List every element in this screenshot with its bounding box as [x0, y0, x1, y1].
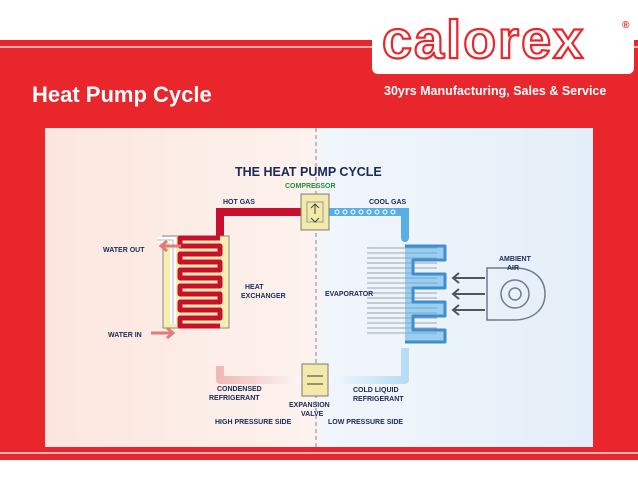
- expansion-label: EXPANSION: [289, 402, 330, 409]
- slide-title: Heat Pump Cycle: [32, 82, 212, 107]
- air-label: AIR: [507, 265, 519, 272]
- evaporator-coil: [405, 244, 447, 344]
- ambient-air-arrows: [451, 272, 485, 316]
- condenser-coil: [177, 235, 223, 329]
- fan-icon: [486, 267, 546, 321]
- footer-background: [0, 460, 638, 479]
- header-stripe: [0, 46, 638, 48]
- water-out-arrow: [158, 239, 181, 253]
- calorex-logo: calorex ®: [381, 12, 630, 70]
- water-in-arrow: [151, 326, 176, 340]
- footer-stripe: [0, 452, 638, 454]
- cold-liquid-label: COLD LIQUID: [353, 387, 399, 394]
- diagram-title: THE HEAT PUMP CYCLE: [235, 165, 382, 179]
- refrigerant-left-label: REFRIGERANT: [209, 395, 260, 402]
- ambient-label: AMBIENT: [499, 256, 532, 263]
- brand-tagline: 30yrs Manufacturing, Sales & Service: [384, 84, 607, 98]
- expansion-valve-box: [301, 363, 329, 397]
- logo-backdrop: [372, 14, 634, 74]
- water-in-label: WATER IN: [108, 332, 142, 339]
- heat-pump-diagram: THE HEAT PUMP CYCLE COMPRESSOR: [45, 128, 593, 447]
- valve-label: VALVE: [301, 411, 324, 418]
- gas-bubbles: [334, 209, 396, 215]
- hot-gas-pipe: [216, 208, 307, 242]
- high-pressure-label: HIGH PRESSURE SIDE: [215, 419, 292, 426]
- low-pressure-label: LOW PRESSURE SIDE: [328, 419, 403, 426]
- water-channel-outline: [157, 239, 174, 324]
- heat-label: HEAT: [245, 284, 264, 291]
- exchanger-label: EXCHANGER: [241, 293, 286, 300]
- logo-text: calorex: [382, 12, 585, 70]
- evaporator-label: EVAPORATOR: [325, 291, 373, 298]
- compressor-label: COMPRESSOR: [285, 183, 336, 190]
- refrigerant-right-label: REFRIGERANT: [353, 396, 404, 403]
- compressor-arrow-icon: [310, 203, 320, 214]
- hot-gas-label: HOT GAS: [223, 199, 255, 206]
- water-out-label: WATER OUT: [103, 247, 145, 254]
- cool-gas-label: COOL GAS: [369, 199, 407, 206]
- cool-gas-pipe: [324, 208, 409, 242]
- condensed-label: CONDENSED: [217, 386, 262, 393]
- registered-mark: ®: [622, 20, 630, 31]
